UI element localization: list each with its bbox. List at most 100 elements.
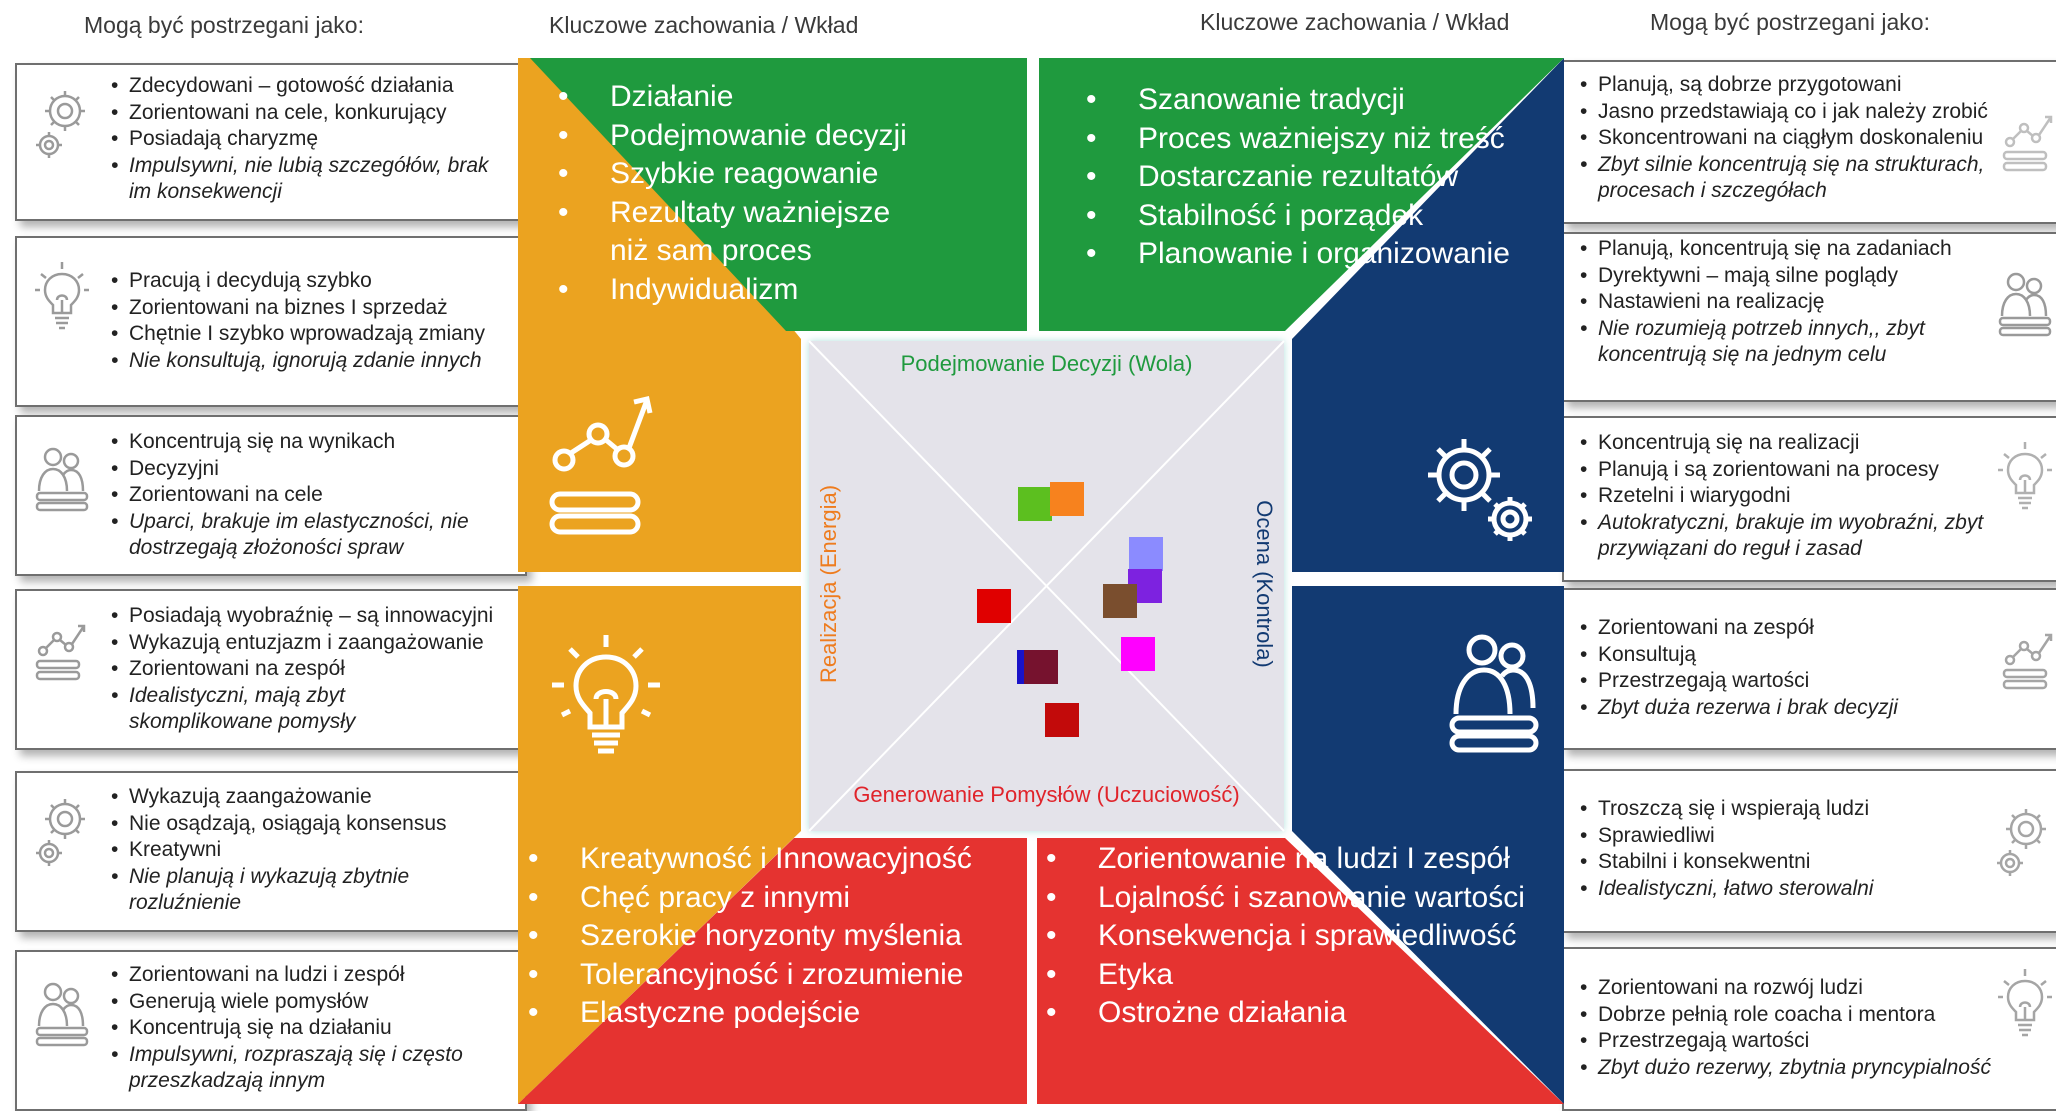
list-item-note: Zbyt dużo rezerwy, zbytnia pryncypialnoś… xyxy=(1578,1055,2048,1082)
list-item: •Stabilność i porządek xyxy=(1086,198,1424,232)
list-item: Stabilni i konsekwentni xyxy=(1578,849,2018,876)
list-item: Zorientowani na cele, konkurujący xyxy=(109,100,509,127)
gears-icon xyxy=(36,91,85,158)
left-perceived-header: Mogą być postrzegani jako: xyxy=(84,12,364,38)
list-item: Zorientowani na zespół xyxy=(1578,615,2018,642)
lightbulb-icon xyxy=(552,635,660,754)
list-item: Planują, są dobrze przygotowani xyxy=(1578,72,2018,99)
list-item-note: Uparci, brakuje im elastyczności, nie do… xyxy=(109,509,509,562)
list-item-note: Idealistyczni, mają zbyt skomplikowane p… xyxy=(109,683,369,736)
list-item: •Planowanie i organizowanie xyxy=(1086,237,1510,270)
top-left-behaviors: •Działanie •Podejmowanie decyzji •Szybki… xyxy=(558,78,1010,309)
list-item: Zorientowani na rozwój ludzi xyxy=(1578,975,2048,1002)
list-item: Sprawiedliwi xyxy=(1578,823,2018,850)
list-item: •Indywidualizm xyxy=(558,272,799,306)
list-item: •Elastyczne podejście xyxy=(528,996,861,1029)
list-item: Konsultują xyxy=(1578,642,2018,669)
list-item: Posiadają charyzmę xyxy=(109,126,509,153)
marker-red xyxy=(977,589,1011,623)
right-profile-box-5: Troszczą się i wspierają ludzi Sprawiedl… xyxy=(1562,769,2056,933)
list-item: •Ostrożne działania xyxy=(1046,996,1347,1029)
axis-label-bottom: Generowanie Pomysłów (Uczuciowość) xyxy=(853,782,1240,807)
list-item: •Kreatywność i Innowacyjność xyxy=(528,842,972,875)
list-item: Nie osądzają, osiągają konsensus xyxy=(109,811,509,838)
people-icon xyxy=(1998,272,2052,337)
marker-dark-red xyxy=(1045,703,1079,737)
list-item: •Chęć pracy z innymi xyxy=(528,880,851,914)
list-item: •Proces ważniejszy niż treść xyxy=(1086,121,1505,155)
list-item: Koncentrują się na wynikach xyxy=(109,429,509,456)
gears-icon xyxy=(1997,809,2046,876)
marker-magenta xyxy=(1121,637,1155,671)
quadrant-green-right xyxy=(1039,58,1564,331)
marker-orange xyxy=(1050,482,1084,516)
list-item: Zorientowani na ludzi i zespół xyxy=(109,962,509,989)
right-profile-box-6: Zorientowani na rozwój ludzi Dobrze pełn… xyxy=(1562,947,2056,1111)
list-item-note: Autokratyczni, brakuje im wyobraźni, zby… xyxy=(1578,510,1988,563)
axis-label-right: Ocena (Kontrola) xyxy=(1252,500,1277,668)
list-item: Dobrze pełnią role coacha i mentora xyxy=(1578,1002,2048,1029)
list-item: Pracują i decydują szybko xyxy=(109,268,519,295)
growth-chart-icon xyxy=(35,624,86,681)
bottom-right-behaviors: •Zorientowanie na ludzi I zespół •Lojaln… xyxy=(1046,840,1558,1033)
growth-chart-icon xyxy=(2002,633,2053,690)
axis-label-left: Realizacja (Energia) xyxy=(816,484,841,684)
list-item-note: Zbyt silnie koncentrują się na struktura… xyxy=(1578,152,2028,205)
right-profile-box-1: Planują, są dobrze przygotowani Jasno pr… xyxy=(1562,60,2056,224)
list-item: •Zorientowanie na ludzi I zespół xyxy=(1046,842,1510,875)
left-profile-box-4: Posiadają wyobraźnię – są innowacyjni Wy… xyxy=(15,589,527,750)
list-item-note: Nie rozumieją potrzeb innych,, zbyt konc… xyxy=(1578,316,1998,369)
list-item: Dyrektywni – mają silne poglądy xyxy=(1578,263,2018,290)
list-item: Koncentrują się na działaniu xyxy=(109,1015,509,1042)
right-profile-box-2: Planują, koncentrują się na zadaniach Dy… xyxy=(1562,232,2056,402)
marker-light-purple xyxy=(1129,537,1163,571)
list-item: Chętnie I szybko wprowadzają zmiany xyxy=(109,321,519,348)
diagonal-line xyxy=(808,340,1285,832)
left-profile-box-3: Koncentrują się na wynikach Decyzyjni Zo… xyxy=(15,415,527,576)
quadrant-red-right xyxy=(1037,838,1564,1104)
list-item-note: Nie konsultują, ignorują zdanie innych xyxy=(109,348,519,375)
right-profile-box-4: Zorientowani na zespół Konsultują Przest… xyxy=(1562,588,2056,750)
lightbulb-icon xyxy=(35,262,89,330)
list-item: •Konsekwencja i sprawiedliwość xyxy=(1046,919,1517,952)
left-profile-box-2: Pracują i decydują szybko Zorientowani n… xyxy=(15,236,527,407)
left-behaviors-header: Kluczowe zachowania / Wkład xyxy=(549,12,859,38)
quadrant-green-left xyxy=(530,58,1027,331)
list-item: •Szerokie horyzonty myślenia xyxy=(528,919,962,952)
list-item-note: Impulsywni, rozpraszają się i często prz… xyxy=(109,1042,525,1095)
list-item: Planują, koncentrują się na zadaniach xyxy=(1578,236,2018,263)
people-icon xyxy=(35,982,89,1047)
list-item-note: Impulsywni, nie lubią szczegółów, brak i… xyxy=(109,153,509,206)
top-right-behaviors: •Szanowanie tradycji •Proces ważniejszy … xyxy=(1086,81,1558,274)
left-profile-box-1: Zdecydowani – gotowość działania Zorient… xyxy=(15,63,527,221)
list-item: Kreatywni xyxy=(109,837,509,864)
list-item: •Działanie xyxy=(558,80,734,113)
left-profile-box-5: Wykazują zaangażowanie Nie osądzają, osi… xyxy=(15,771,527,932)
list-item: Zorientowani na cele xyxy=(109,482,509,509)
list-item: Przestrzegają wartości xyxy=(1578,1028,2048,1055)
marker-maroon xyxy=(1024,650,1058,684)
list-item: •Podejmowanie decyzji xyxy=(558,118,907,152)
right-profile-box-3: Koncentrują się na realizacji Planują i … xyxy=(1562,416,2056,582)
axis-label-top: Podejmowanie Decyzji (Wola) xyxy=(900,351,1193,376)
lightbulb-icon xyxy=(1998,442,2052,510)
growth-chart-icon xyxy=(549,395,653,535)
bottom-left-behaviors: •Kreatywność i Innowacyjność •Chęć pracy… xyxy=(528,840,1020,1033)
list-item: Skoncentrowani na ciągłym doskonaleniu xyxy=(1578,125,2018,152)
quadrant-shapes xyxy=(518,58,1564,1104)
gears-icon xyxy=(1428,439,1532,541)
list-item: Koncentrują się na realizacji xyxy=(1578,430,1968,457)
lightbulb-icon xyxy=(1998,969,2052,1037)
list-item: Troszczą się i wspierają ludzi xyxy=(1578,796,2018,823)
list-item: Rzetelni i wiarygodni xyxy=(1578,483,1968,510)
list-item: Nastawieni na realizację xyxy=(1578,289,2018,316)
gears-icon xyxy=(36,799,85,866)
right-perceived-header: Mogą być postrzegani jako: xyxy=(1650,9,1930,35)
left-profile-box-6: Zorientowani na ludzi i zespół Generują … xyxy=(15,950,527,1111)
list-item: •Etyka xyxy=(1046,957,1174,991)
list-item-note: Idealistyczni, łatwo sterowalni xyxy=(1578,876,2018,903)
growth-chart-icon xyxy=(2002,115,2053,172)
list-item: Przestrzegają wartości xyxy=(1578,668,2018,695)
list-item: •Tolerancyjność i zrozumienie xyxy=(528,957,964,991)
list-item: •Szybkie reagowanie xyxy=(558,157,879,190)
